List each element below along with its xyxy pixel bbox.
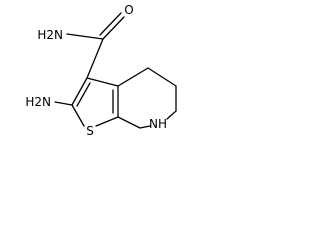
chemical-structure: O H2N H2N S NH bbox=[25, 3, 177, 138]
bond-n-c7 bbox=[139, 125, 151, 129]
bond-s-c2 bbox=[71, 104, 85, 127]
bond-c3a-c4 bbox=[117, 67, 149, 87]
bond-c7a-s bbox=[95, 116, 119, 127]
bond-carbonyl-n bbox=[66, 33, 104, 40]
bond-c2-c3-1 bbox=[71, 77, 88, 106]
sulfur-label: S bbox=[86, 124, 94, 138]
amine-nh2-label: H2N bbox=[25, 95, 51, 109]
bond-c2-c3-2 bbox=[76, 82, 91, 107]
amide-nh2-label: H2N bbox=[37, 28, 63, 42]
bond-c3-c3a bbox=[86, 77, 119, 87]
oxygen-label: O bbox=[124, 3, 133, 17]
ring-nh-label: NH bbox=[149, 117, 167, 131]
bond-carbonyl-o-2 bbox=[99, 12, 122, 36]
bond-c3-carbonyl bbox=[86, 38, 104, 79]
bond-c2-amine bbox=[54, 101, 73, 106]
bond-c4-c5 bbox=[147, 67, 177, 87]
bond-c6-n bbox=[166, 110, 177, 120]
bond-c7-c7a bbox=[117, 116, 141, 129]
bond-carbonyl-o-1 bbox=[102, 16, 125, 40]
